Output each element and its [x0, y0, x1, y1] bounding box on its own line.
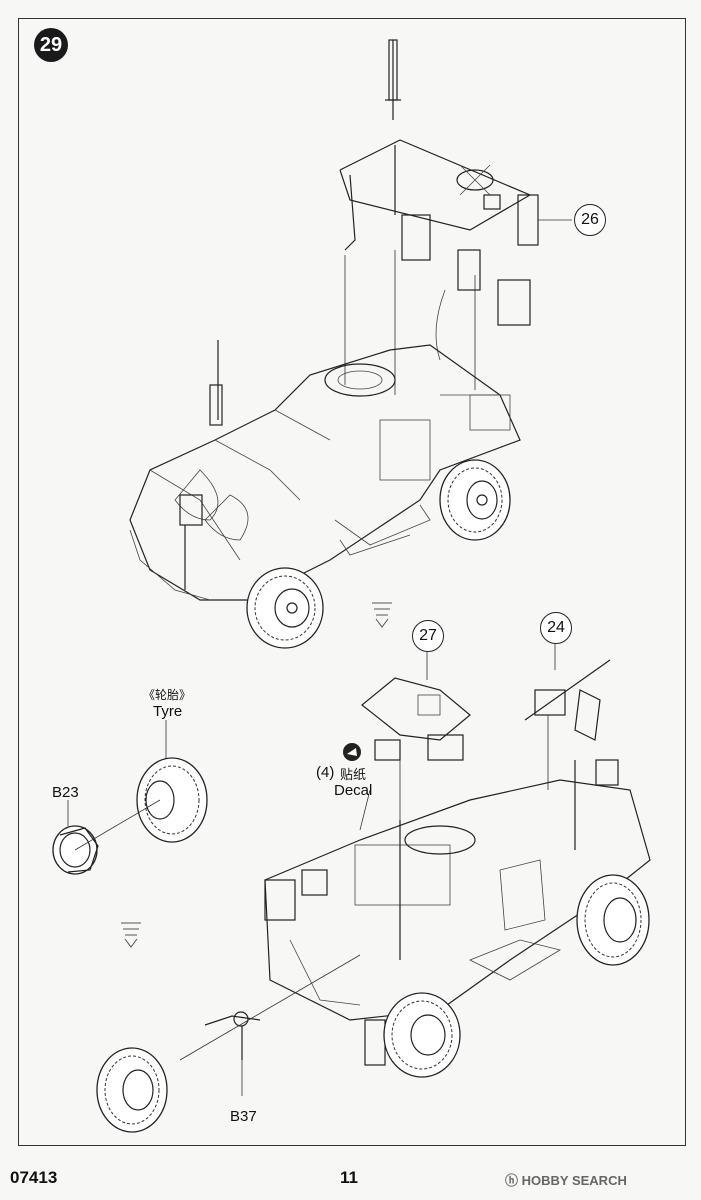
part-b37-label: B37: [230, 1108, 257, 1125]
lower-middle-wheel: [383, 992, 461, 1078]
callout-part-27: 27: [412, 620, 444, 652]
gun-part-24: [524, 642, 611, 790]
watermark: ⓗ HOBBY SEARCH: [505, 1170, 627, 1189]
callout-part-24: 24: [540, 612, 572, 644]
down-arrow-top: [372, 602, 392, 628]
kit-code: 07413: [10, 1168, 58, 1187]
hatch-part-27: [361, 644, 471, 820]
page-border: [18, 18, 686, 1146]
lower-right-wheel: [576, 874, 650, 966]
upper-front-wheel: [246, 567, 324, 649]
tyre-label-cn: 《轮胎》: [143, 688, 192, 702]
down-arrow-left: [121, 922, 141, 948]
tyre-assembly: [52, 720, 208, 875]
decal-icon: [343, 743, 361, 761]
watermark-text: HOBBY SEARCH: [521, 1173, 627, 1188]
tyre-label-en: Tyre: [153, 703, 183, 720]
decal-label-cn: 贴纸: [340, 767, 367, 782]
step-number-badge: 29: [34, 28, 68, 62]
upper-rear-wheel: [439, 459, 511, 541]
spare-wheel: [96, 1047, 168, 1133]
page-number: 11: [340, 1168, 358, 1187]
decal-number: (4): [316, 764, 335, 781]
callout-part-26: 26: [574, 204, 606, 236]
part-b23-label: B23: [52, 784, 79, 801]
decal-label-en: Decal: [334, 782, 373, 799]
upper-vehicle: [129, 340, 521, 601]
hobby-search-logo-icon: ⓗ: [505, 1173, 522, 1188]
rack-assembly-26: [339, 39, 572, 361]
